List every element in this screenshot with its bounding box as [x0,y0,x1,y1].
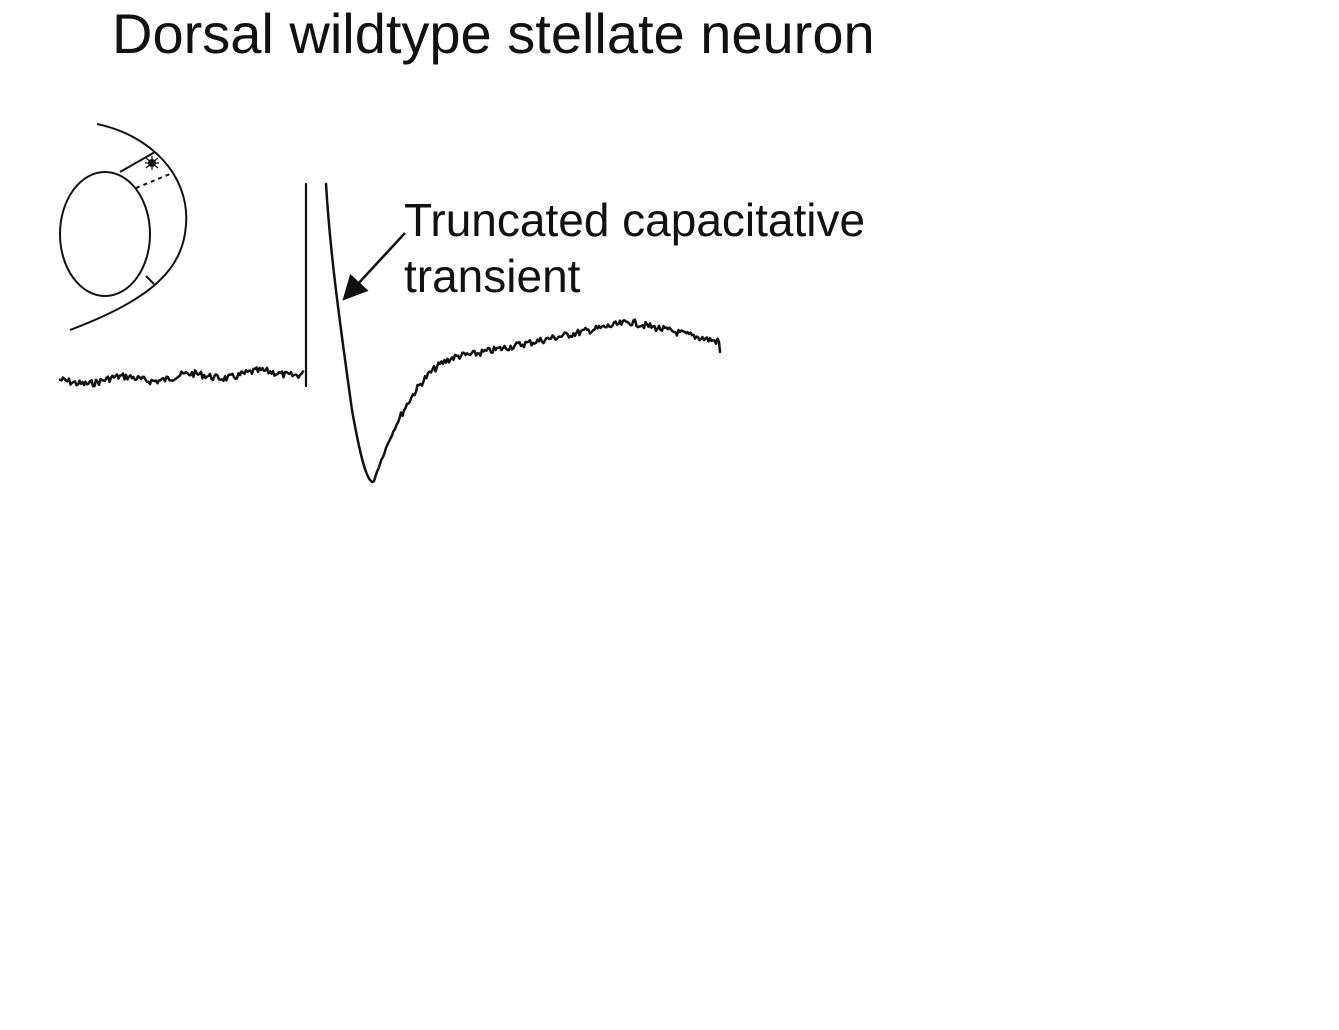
figure-title: Dorsal wildtype stellate neuron [112,2,875,65]
voltage-trace [58,182,722,484]
capacitative-transient-label: Truncated capacitative transient [404,192,865,304]
annotation-arrow [342,232,406,301]
inner-ventricle-outline [59,171,151,297]
annotation-line-2: transient [404,250,581,302]
layer-boundary-solid [119,151,156,173]
baseline-trace [58,366,305,388]
response-trace [324,182,722,484]
layer-boundary-dashed [135,173,171,189]
slice-schematic [59,123,188,331]
outer-slice-outline [69,123,188,331]
neuron-icon [145,156,159,170]
annotation-line-1: Truncated capacitative [404,194,866,246]
tick-mark [145,275,155,285]
